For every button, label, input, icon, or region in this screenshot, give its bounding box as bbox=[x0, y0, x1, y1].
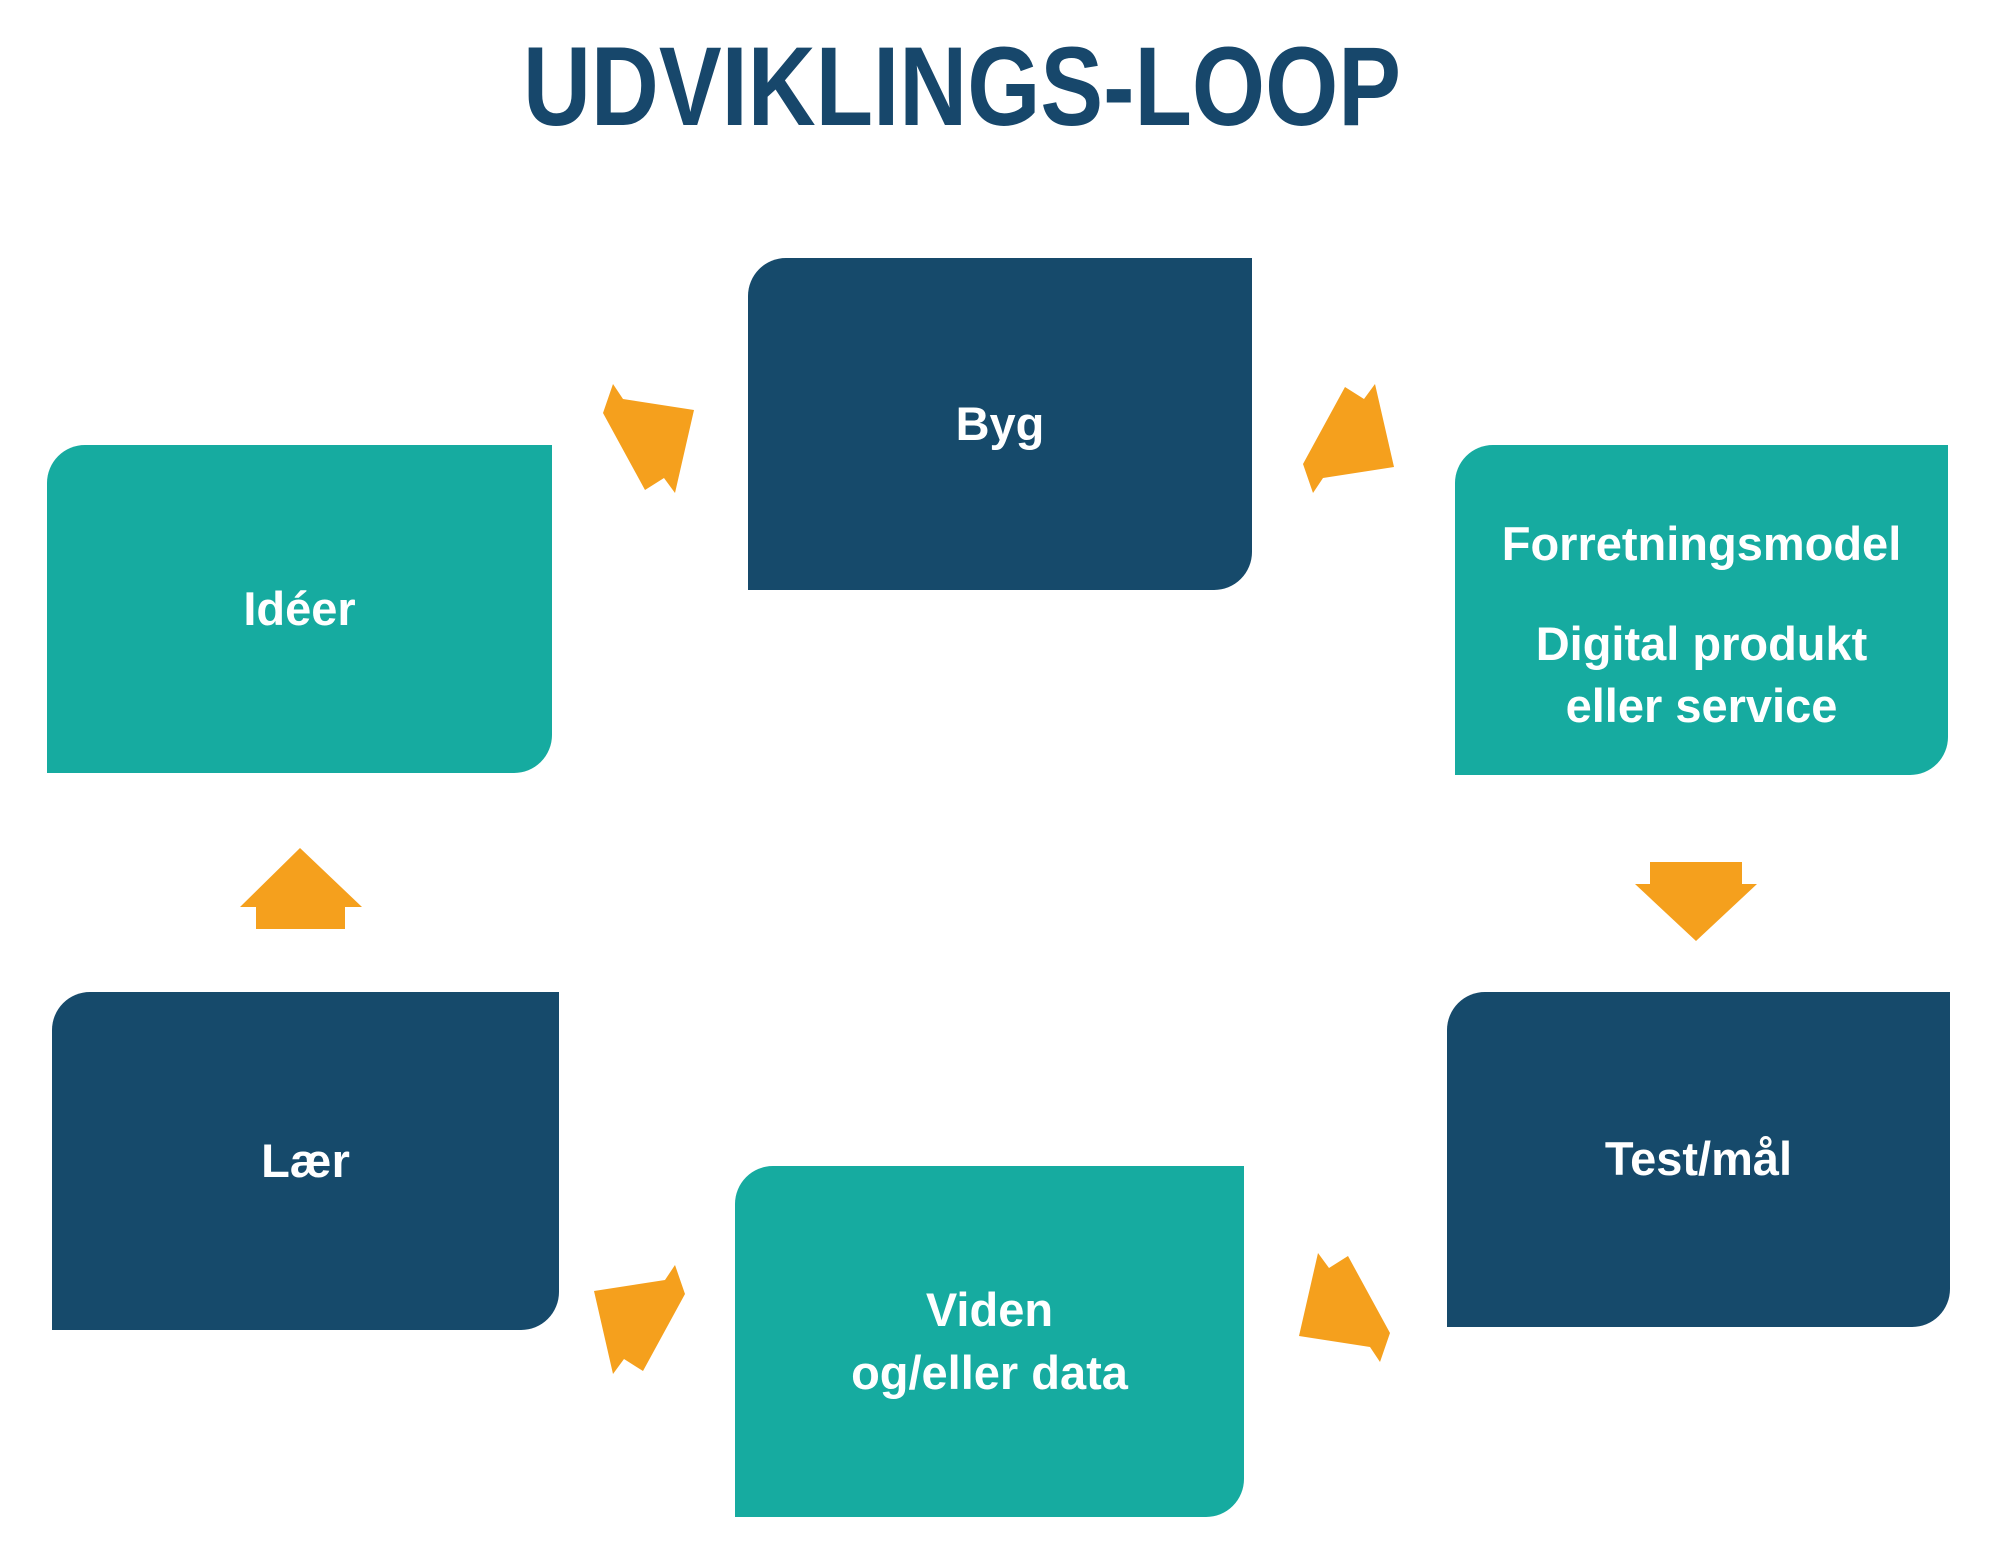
box-test-maal: Test/mål bbox=[1447, 992, 1950, 1327]
arrow-ideer-to-byg-up-right bbox=[603, 384, 694, 493]
arrow-forretningsmodel-to-test-maal-down bbox=[1635, 862, 1757, 941]
box-viden-label: Viden og/eller data bbox=[851, 1283, 1128, 1399]
box-viden: Viden og/eller data bbox=[735, 1166, 1244, 1517]
diagram-title: UDVIKLINGS-LOOP bbox=[522, 24, 1402, 149]
arrow-byg-to-forretningsmodel-down-right bbox=[1303, 384, 1394, 493]
box-ideer-label: Idéer bbox=[243, 581, 356, 635]
box-laer-label: Lær bbox=[261, 1133, 350, 1187]
box-test-maal-label: Test/mål bbox=[1604, 1132, 1793, 1186]
box-forretningsmodel-label: Forretningsmodel bbox=[1501, 516, 1902, 570]
box-ideer: Idéer bbox=[47, 445, 552, 773]
arrow-laer-to-ideer-up bbox=[240, 848, 362, 929]
box-byg: Byg bbox=[748, 258, 1252, 590]
box-forretningsmodel-label: Digital produkt eller service bbox=[1535, 616, 1868, 733]
arrow-viden-to-laer-left bbox=[594, 1265, 685, 1374]
box-byg-label: Byg bbox=[955, 396, 1045, 450]
arrow-test-maal-to-viden-down-left bbox=[1299, 1253, 1390, 1362]
box-laer: Lær bbox=[52, 992, 559, 1330]
